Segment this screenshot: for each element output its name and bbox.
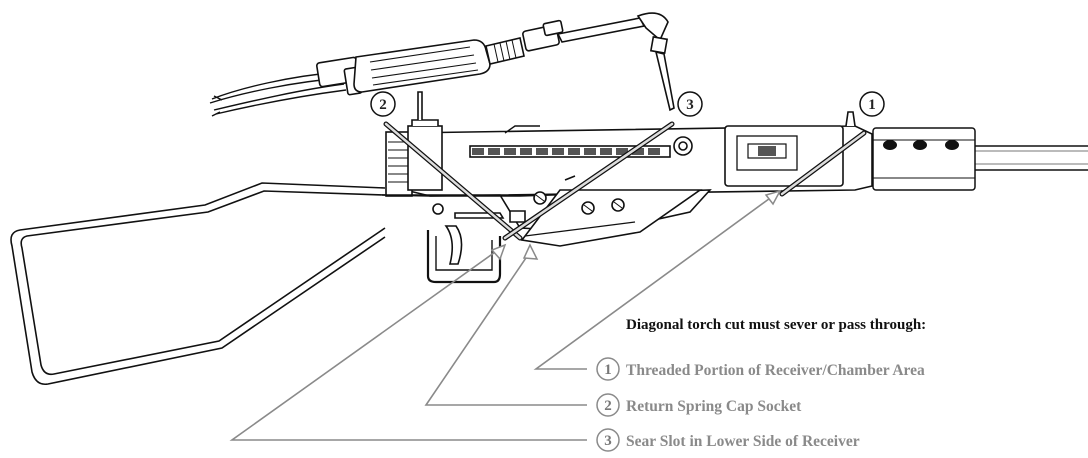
rear-sight-post bbox=[417, 91, 423, 120]
arrow-3 bbox=[490, 243, 507, 261]
front-sight bbox=[845, 111, 856, 127]
trigger bbox=[444, 225, 463, 265]
torch-elbow bbox=[636, 12, 669, 42]
stock-frame bbox=[10, 182, 386, 386]
legend-item-2: 2 Return Spring Cap Socket bbox=[596, 393, 802, 417]
marker-3-number: 3 bbox=[686, 97, 694, 113]
legend-item-3-label: Sear Slot in Lower Side of Receiver bbox=[626, 433, 860, 450]
receiver bbox=[381, 91, 873, 284]
marker-1: 1 bbox=[859, 91, 885, 117]
torch-nut bbox=[649, 35, 669, 55]
torch-handle-grip bbox=[369, 46, 479, 86]
legend-item-3-number: 3 bbox=[604, 433, 612, 449]
legend-item-3: 3 Sear Slot in Lower Side of Receiver bbox=[596, 428, 860, 452]
barrel-tube bbox=[967, 145, 1088, 171]
arrow-1 bbox=[764, 189, 782, 206]
arrow-2 bbox=[522, 243, 539, 260]
torch-neck bbox=[485, 37, 525, 65]
legend-item-2-label: Return Spring Cap Socket bbox=[626, 398, 802, 415]
leader-1 bbox=[533, 195, 774, 370]
legend-item-1-label: Threaded Portion of Receiver/Chamber Are… bbox=[626, 362, 925, 379]
barrel bbox=[872, 127, 1088, 191]
legend-item-2-number: 2 bbox=[604, 398, 612, 414]
trigger-guard bbox=[426, 230, 502, 284]
marker-2: 2 bbox=[370, 91, 396, 117]
leader-2 bbox=[424, 251, 587, 406]
legend-heading: Diagonal torch cut must sever or pass th… bbox=[626, 317, 926, 333]
torch-tube bbox=[556, 17, 646, 43]
leader-lines bbox=[229, 195, 774, 441]
leader-arrowheads bbox=[490, 189, 782, 261]
torch-handle bbox=[353, 39, 491, 93]
barrel-shroud-holes bbox=[883, 140, 959, 150]
legend-item-1: 1 Threaded Portion of Receiver/Chamber A… bbox=[596, 357, 925, 381]
cutting-torch bbox=[209, 12, 675, 117]
torch-neck-knurl bbox=[493, 39, 517, 63]
cut-lines bbox=[383, 121, 867, 241]
marker-1-number: 1 bbox=[868, 97, 876, 113]
torch-tip bbox=[654, 50, 675, 112]
leader-3 bbox=[229, 249, 587, 441]
marker-3: 3 bbox=[677, 91, 703, 117]
barrel-shroud bbox=[872, 127, 976, 191]
legend-item-1-number: 1 bbox=[604, 362, 612, 378]
trigger-housing-front bbox=[520, 189, 703, 247]
marker-2-number: 2 bbox=[379, 97, 387, 113]
